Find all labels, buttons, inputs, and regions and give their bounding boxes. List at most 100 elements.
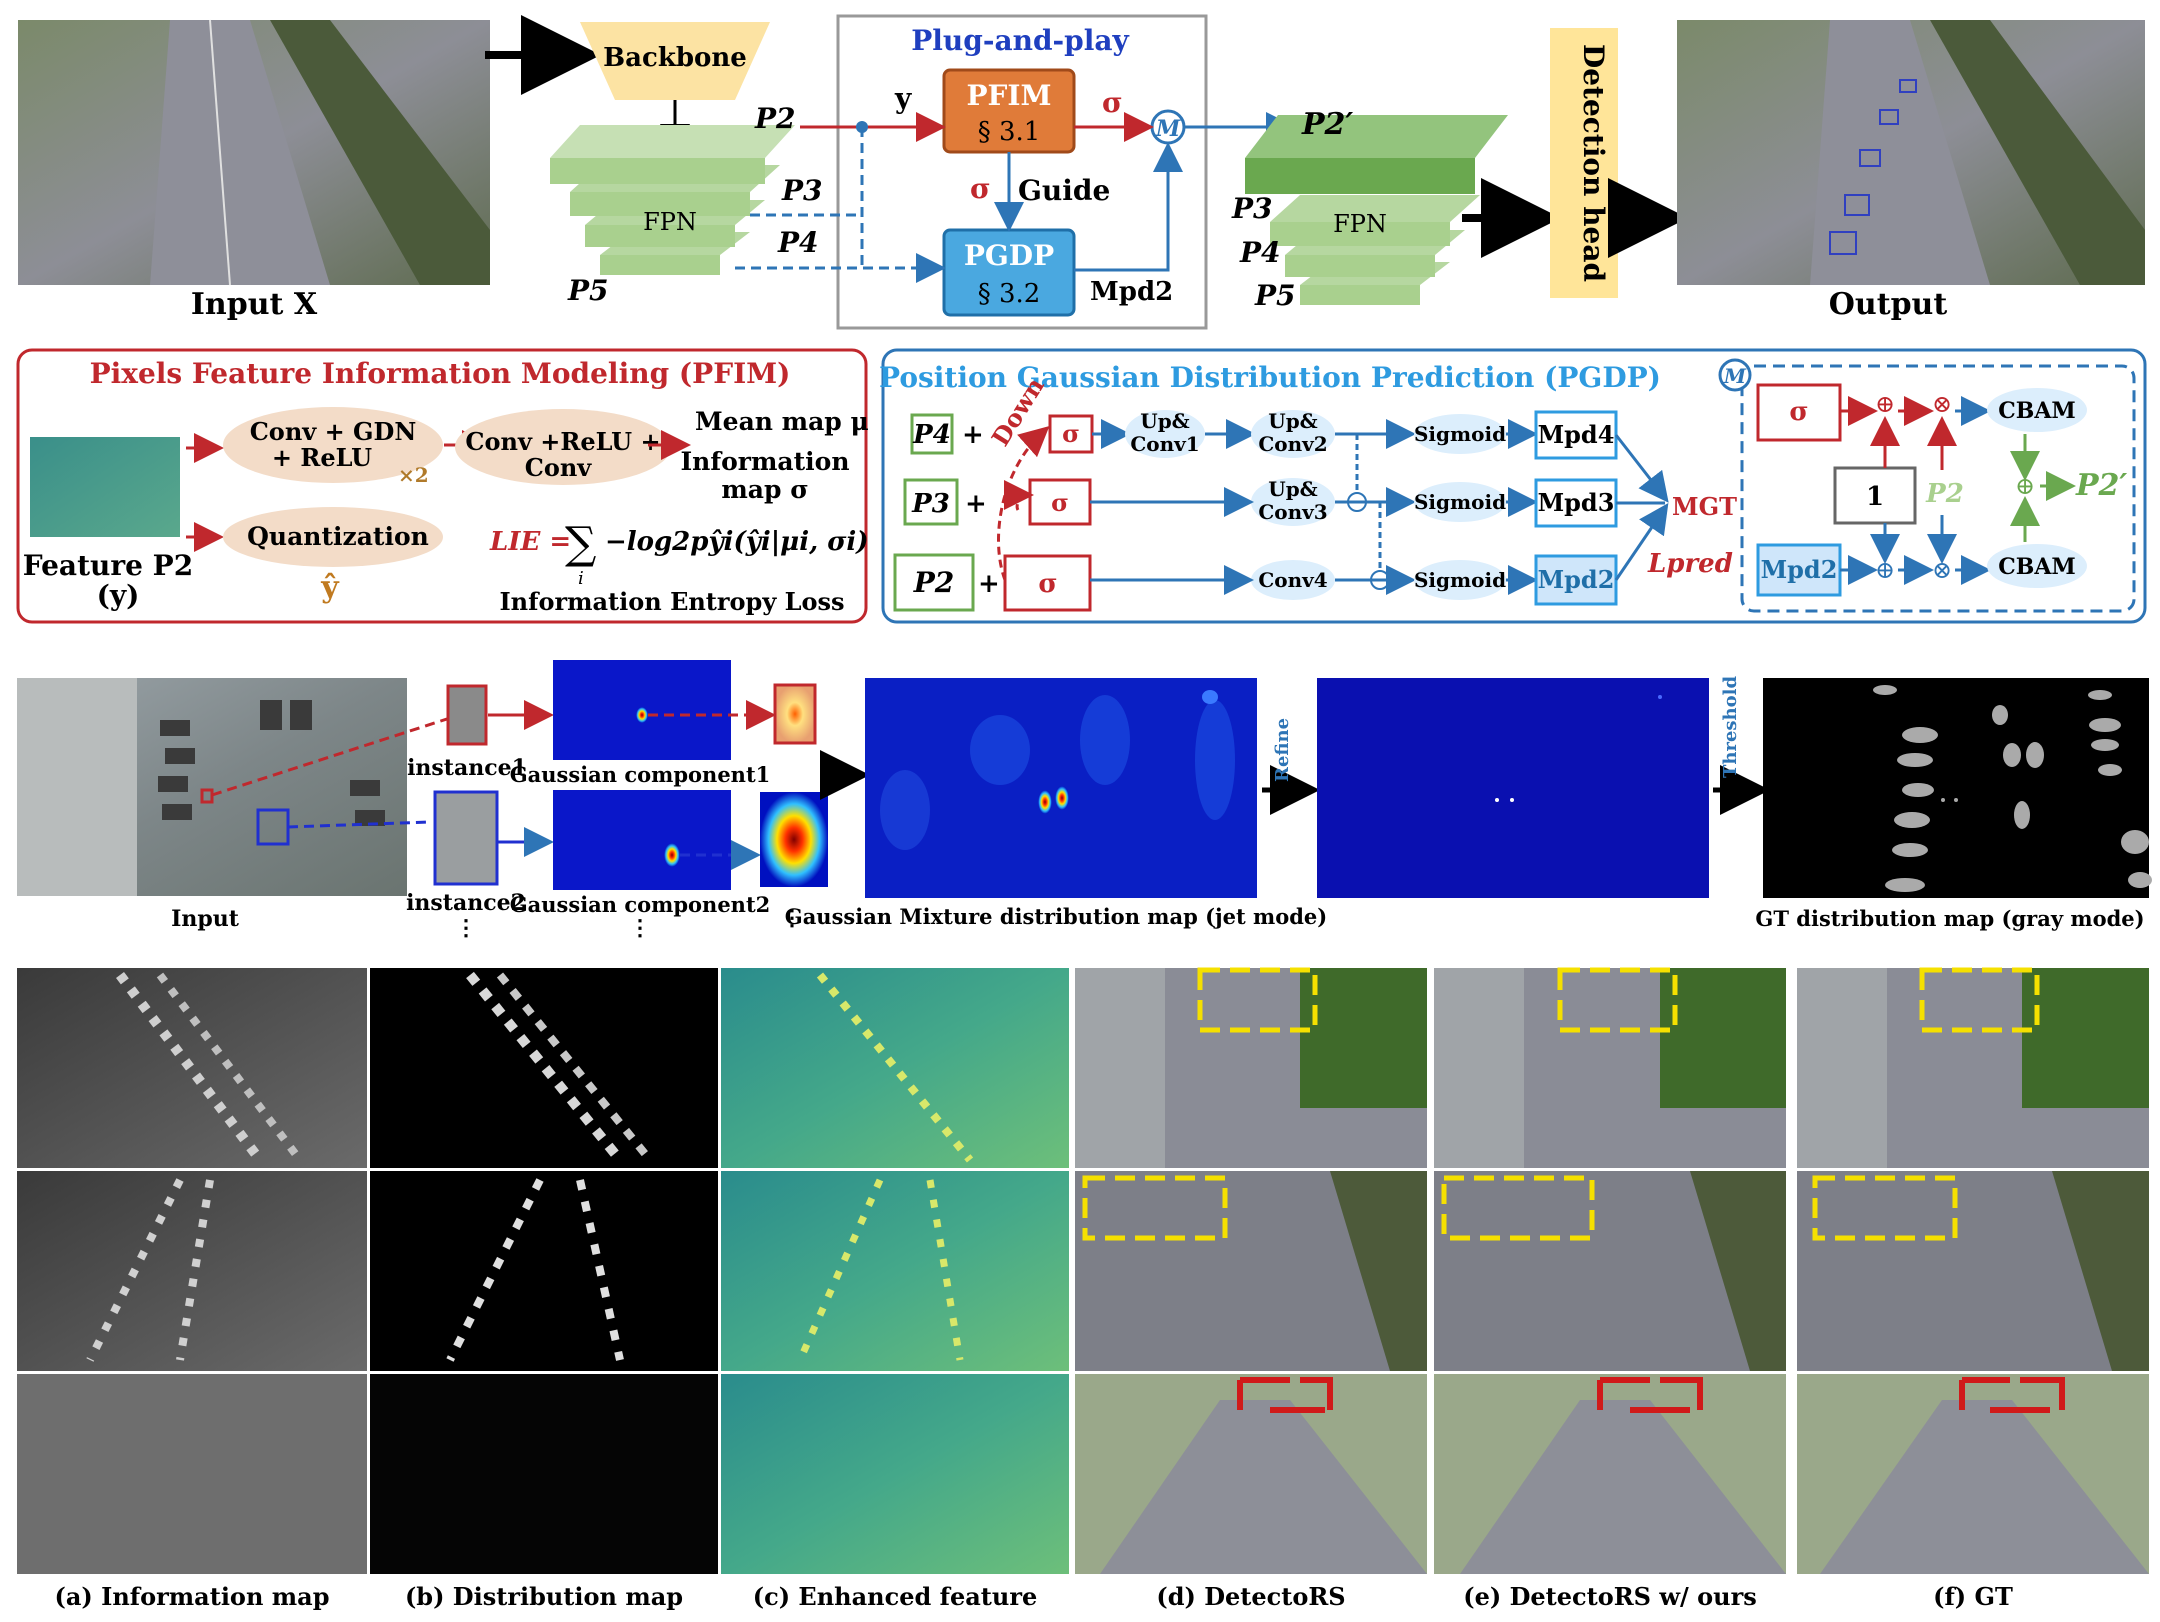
vdots-2: ⋮	[629, 915, 651, 941]
gauss-input-image	[17, 678, 407, 896]
pgdp-label: PGDP	[964, 239, 1054, 272]
m-sigma-label: σ	[1789, 397, 1808, 427]
m-node-label: M	[1155, 116, 1181, 142]
quantization-block	[223, 507, 443, 567]
sigmoid-1-label: Sigmoid	[1414, 422, 1506, 446]
pfim-label: PFIM	[966, 79, 1051, 112]
fpn-right	[1245, 115, 1508, 305]
pgdp-p3-box	[903, 478, 959, 526]
sigma-top: σ	[1102, 86, 1123, 119]
gt-map	[1763, 678, 2149, 898]
conv-gdn-block	[223, 407, 443, 483]
detection-head-block	[1550, 28, 1618, 298]
p3-label: P3	[781, 174, 823, 207]
caption-c: (c) Enhanced feature	[753, 1582, 1037, 1611]
refined-points	[1495, 695, 1662, 802]
up-conv3-b: Conv3	[1258, 500, 1327, 524]
instance1-label: instance1	[407, 755, 527, 781]
m-otimes-top: ⊗	[1932, 390, 1952, 418]
up-conv2-b: Conv2	[1258, 432, 1327, 456]
sigma-box-3-label: σ	[1038, 569, 1057, 599]
m-oplus-bottom: ⊕	[1875, 556, 1895, 584]
y-label: y	[894, 82, 912, 115]
input-x-label: Input X	[191, 287, 318, 322]
m-module-icon	[1718, 358, 1752, 392]
pgdp-p4-box	[910, 413, 954, 455]
conv4-label: Conv4	[1258, 568, 1327, 592]
vdots-1: ⋮	[455, 915, 477, 941]
down-arrow-2	[1003, 480, 1034, 511]
sigmoid-3	[1414, 560, 1506, 600]
mgt-arrow-3	[1614, 503, 1669, 581]
feature-y-label: (y)	[97, 579, 140, 612]
backbone-label: Backbone	[603, 43, 747, 73]
fpn-right-label: FPN	[1333, 210, 1387, 238]
mpd4-label: Mpd4	[1538, 420, 1615, 449]
instance2-label: instance2	[406, 890, 526, 916]
p5-label: P5	[567, 274, 609, 307]
gc1-zoom	[773, 683, 817, 745]
sigmoid-3-label: Sigmoid	[1414, 568, 1506, 592]
conv-relu-conv-label: Conv	[525, 453, 593, 482]
sigma-box-3	[1003, 554, 1092, 612]
p4-right-label: P4	[1239, 236, 1281, 269]
up-conv3-a: Up&	[1268, 477, 1317, 501]
gmm-blobs	[880, 690, 1235, 850]
gauss-input-label: Input	[171, 906, 240, 932]
one-label: 1	[1866, 482, 1884, 512]
sigmoid-2-label: Sigmoid	[1414, 490, 1506, 514]
pgdp-to-m-arrow	[1074, 142, 1183, 272]
sigma-box-2-label: σ	[1051, 488, 1069, 517]
up-conv3-block	[1251, 478, 1335, 526]
m-module-box	[1740, 364, 2136, 613]
gc2-blob	[664, 843, 680, 867]
info-map-label-2: map σ	[721, 475, 808, 504]
feature-p2-image	[30, 437, 180, 537]
backbone-block	[580, 22, 770, 100]
refined-map	[1317, 678, 1709, 898]
gc2-zoom	[760, 792, 828, 887]
pgdp-detail-title: Position Gaussian Distribution Predictio…	[879, 361, 1661, 394]
refine-label: Refine	[1272, 718, 1293, 782]
grid-col-c	[721, 968, 1069, 1574]
m-otimes-bottom: ⊗	[1932, 556, 1952, 584]
detection-head-label: Detection head	[1577, 44, 1610, 282]
cbam-bottom	[1987, 544, 2087, 588]
sigmoid-2	[1414, 482, 1506, 522]
mpd2-box	[1534, 554, 1618, 606]
plus-p3: +	[965, 489, 987, 519]
loss-lhs: LIE =	[489, 527, 571, 557]
caption-d: (d) DetectoRS	[1156, 1582, 1345, 1611]
instance2-dashed-link	[287, 820, 431, 829]
cbam-top-label: CBAM	[1998, 398, 2076, 424]
caption-b: (b) Distribution map	[405, 1582, 683, 1611]
info-map-label-1: Information	[680, 447, 849, 476]
up-conv2-a: Up&	[1268, 409, 1317, 433]
sigma-box-1-label: σ	[1062, 419, 1080, 448]
sigma-guide: σ	[970, 172, 991, 205]
conv4-block	[1251, 560, 1335, 600]
lpred-label: Lpred	[1647, 549, 1733, 579]
caption-f: (f) GT	[1933, 1582, 2013, 1611]
mpd2-box-label: Mpd2	[1538, 565, 1615, 594]
mpd3-label: Mpd3	[1538, 488, 1615, 517]
instance1-image	[446, 684, 488, 746]
pgdp-p2-label: P2	[913, 566, 955, 599]
m-mpd2-box	[1756, 543, 1842, 597]
m-p2-prime-label: P2′	[2075, 468, 2127, 503]
loss-sum-index: i	[578, 568, 584, 589]
mpd2-label: Mpd2	[1090, 277, 1173, 307]
times-two-label: ×2	[398, 463, 429, 487]
up-conv2-block	[1251, 410, 1335, 458]
caption-e: (e) DetectoRS w/ ours	[1463, 1582, 1757, 1611]
gmm-label: Gaussian Mixture distribution map (jet m…	[785, 904, 1327, 929]
pgdp-section: § 3.2	[978, 279, 1041, 309]
gt-label: GT distribution map (gray mode)	[1755, 906, 2144, 931]
cbam-bottom-label: CBAM	[1998, 554, 2076, 580]
pfim-section: § 3.1	[978, 117, 1041, 147]
up-conv1-block	[1125, 410, 1205, 458]
quantization-label: Quantization	[247, 522, 429, 551]
instance2-image	[433, 790, 499, 886]
grid-col-a	[17, 968, 367, 1574]
yhat-label: ŷ	[320, 570, 340, 605]
